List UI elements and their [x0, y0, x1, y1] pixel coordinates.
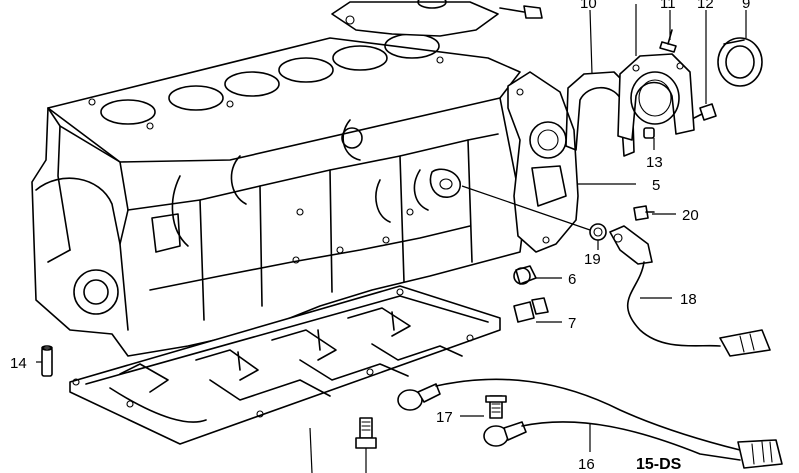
callout-7: 7	[568, 315, 576, 332]
leader-lines	[36, 4, 747, 473]
callout-labels: 10 11 12 9 13 5 20 19 6 18 7 14 17 16 15…	[10, 0, 750, 473]
callout-13: 13	[646, 154, 663, 171]
callout-12: 12	[697, 0, 714, 12]
callout-20: 20	[682, 207, 699, 224]
rear-cover-gasket	[507, 71, 579, 253]
dowel-sleeve	[643, 127, 655, 139]
crankshaft-sensor	[609, 225, 771, 357]
dowel-pin	[41, 345, 53, 377]
top-bolt	[499, 5, 543, 19]
callout-16: 16	[578, 456, 595, 473]
sealing-ring	[589, 223, 607, 241]
callout-11: 11	[660, 0, 676, 12]
knock-sensor-harness	[397, 378, 783, 469]
radial-shaft-seal	[717, 37, 763, 87]
hex-bolt-12	[693, 103, 717, 121]
bolt-17	[485, 395, 507, 419]
callout-18: 18	[680, 291, 697, 308]
engine-mount-bracket	[331, 0, 499, 37]
drain-plug-bolt	[355, 417, 377, 449]
bolt-20	[633, 205, 655, 221]
screw-plug	[513, 297, 549, 323]
seal-housing	[617, 53, 695, 141]
callout-5: 5	[652, 177, 660, 194]
small-bolt-11	[659, 29, 677, 53]
callout-6: 6	[568, 271, 576, 288]
callout-19: 19	[584, 251, 601, 268]
callout-17: 17	[436, 409, 453, 426]
callout-10: 10	[580, 0, 597, 12]
oil-pan	[69, 285, 501, 445]
diagram-code: 15-DS	[636, 456, 682, 473]
callout-14: 14	[10, 355, 27, 372]
engine-block	[31, 33, 525, 357]
callout-9: 9	[742, 0, 750, 12]
closure-plug	[513, 265, 537, 285]
